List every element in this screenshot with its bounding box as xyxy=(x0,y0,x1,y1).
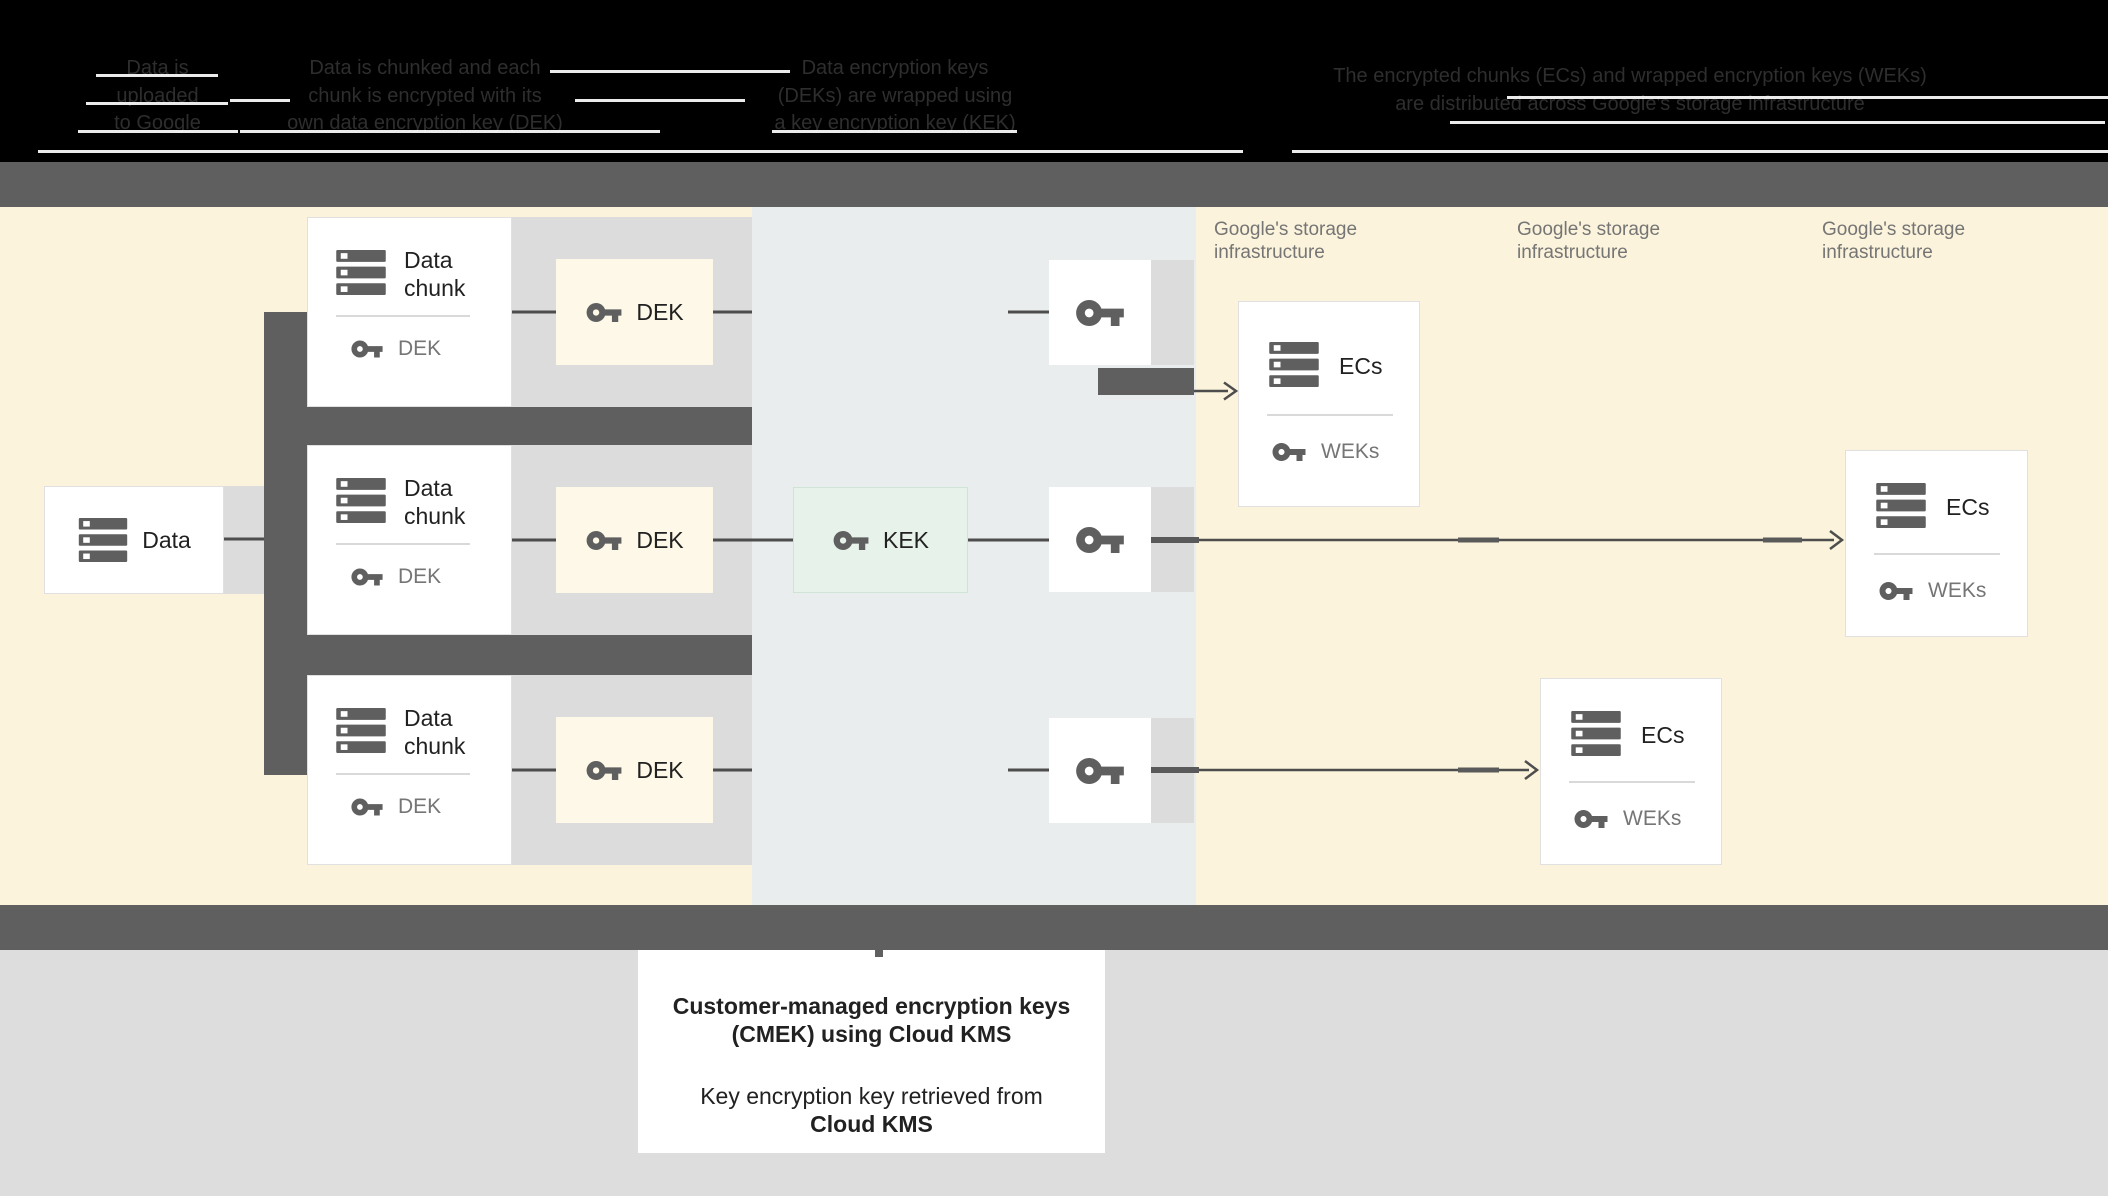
header-line: Data is xyxy=(126,57,189,79)
header-line: The encrypted chunks (ECs) and wrapped e… xyxy=(1333,65,1927,87)
server-stack-icon xyxy=(336,250,386,295)
ecs-box-2: ECs WEKs xyxy=(1845,450,2028,637)
header-col-chunked: Data is chunked and each chunk is encryp… xyxy=(270,55,580,138)
ecs-box-3: ECs WEKs xyxy=(1540,678,1722,865)
ecs-label: ECs xyxy=(1641,722,1685,748)
dek-label: DEK xyxy=(398,795,442,818)
header-line: to Google xyxy=(114,112,201,134)
row1-keyband xyxy=(1151,260,1194,365)
header-white-streak xyxy=(1292,150,2108,153)
data-chunk-box-1: Data chunk DEK xyxy=(307,217,512,407)
dek-box-1: DEK xyxy=(556,259,713,365)
vpn-key-icon xyxy=(1878,577,1914,605)
data-chunk-label: Data chunk xyxy=(404,705,466,759)
divider xyxy=(1569,781,1695,783)
data-connector-band xyxy=(224,486,264,594)
top-divider-band xyxy=(0,162,2108,207)
dek-label: DEK xyxy=(398,337,442,360)
dek-box-label: DEK xyxy=(636,527,684,553)
header-white-streak xyxy=(230,99,290,102)
vpn-key-icon xyxy=(1074,520,1126,560)
vpn-key-icon xyxy=(1573,805,1609,833)
header-line: own data encryption key (DEK) xyxy=(287,112,563,134)
dek-box-label: DEK xyxy=(636,757,684,783)
header-line: are distributed across Google's storage … xyxy=(1395,92,1865,115)
header-white-streak xyxy=(1507,96,2108,99)
header-line: a key encryption key (KEK) xyxy=(774,112,1016,134)
server-stack-icon xyxy=(1269,342,1319,387)
cloud-kms-label: Cloud KMS xyxy=(810,1111,933,1137)
header-line: chunk is encrypted with its xyxy=(308,84,542,107)
storage-infra-label-3: Google's storage infrastructure xyxy=(1822,219,1966,263)
vpn-key-icon xyxy=(350,336,384,362)
header-white-streak xyxy=(78,130,238,133)
dek-label: DEK xyxy=(398,565,442,588)
header-white-streak xyxy=(96,74,218,77)
header-line: Data encryption keys xyxy=(801,57,989,79)
storage-infra-label-2: Google's storage infrastructure xyxy=(1517,219,1661,263)
callout-notch xyxy=(875,948,883,957)
wrapping-key-box-1 xyxy=(1049,260,1151,365)
data-box: Data xyxy=(44,486,224,594)
kek-retrieved-line: Key encryption key retrieved from xyxy=(700,1083,1043,1109)
vpn-key-icon xyxy=(350,794,384,820)
vpn-key-icon xyxy=(585,298,623,327)
vpn-key-icon xyxy=(1271,438,1307,466)
server-stack-icon xyxy=(336,478,386,523)
vpn-key-icon xyxy=(832,526,870,555)
vpn-key-icon xyxy=(1074,293,1126,333)
server-stack-icon xyxy=(77,518,129,562)
data-chunk-box-2: Data chunk DEK xyxy=(307,445,512,635)
vpn-key-icon xyxy=(585,756,623,785)
wrapping-key-box-3 xyxy=(1049,718,1151,823)
header-col-wrapped: Data encryption keys (DEKs) are wrapped … xyxy=(740,55,1050,138)
ecs-label: ECs xyxy=(1339,353,1383,379)
dek-box-2: DEK xyxy=(556,487,713,593)
header-white-streak xyxy=(38,150,1243,153)
dek-box-3: DEK xyxy=(556,717,713,823)
kek-box: KEK xyxy=(793,487,968,593)
vpn-key-icon xyxy=(585,526,623,555)
data-chunk-label: Data chunk xyxy=(404,475,466,529)
divider xyxy=(336,543,470,545)
ecs-box-1: ECs WEKs xyxy=(1238,301,1420,507)
vpn-key-icon xyxy=(1074,751,1126,791)
header-col-upload: Data is uploaded to Google xyxy=(60,55,255,138)
bottom-divider-band xyxy=(0,905,2108,950)
header-line: (DEKs) are wrapped using xyxy=(777,84,1013,107)
weks-label: WEKs xyxy=(1928,579,1987,602)
weks-label: WEKs xyxy=(1623,807,1682,830)
vpn-key-icon xyxy=(350,564,384,590)
kek-box-label: KEK xyxy=(882,527,930,553)
divider xyxy=(1874,553,2000,555)
cmek-title: Customer-managed encryption keys (CMEK) … xyxy=(672,993,1071,1047)
ecs-label: ECs xyxy=(1946,494,1990,520)
server-stack-icon xyxy=(336,708,386,753)
divider xyxy=(1267,414,1393,416)
blacked-out-header-band xyxy=(0,0,2108,162)
row2-keyband xyxy=(1151,487,1194,592)
server-stack-icon xyxy=(1571,711,1621,756)
header-white-streak xyxy=(1450,121,2105,124)
dek-box-label: DEK xyxy=(636,299,684,325)
header-white-streak xyxy=(772,130,1017,133)
divider xyxy=(336,315,470,317)
row3-keyband xyxy=(1151,718,1194,823)
cmek-callout: Customer-managed encryption keys (CMEK) … xyxy=(638,950,1105,1153)
header-white-streak xyxy=(575,99,745,102)
divider xyxy=(336,773,470,775)
storage-infra-label-1: Google's storage infrastructure xyxy=(1214,219,1358,263)
header-white-streak xyxy=(550,70,790,73)
header-white-streak xyxy=(86,102,228,105)
data-box-label: Data xyxy=(142,527,191,553)
server-stack-icon xyxy=(1876,483,1926,528)
header-line: uploaded xyxy=(116,84,199,107)
wrapping-key-box-2 xyxy=(1049,487,1151,592)
header-col-distributed: The encrypted chunks (ECs) and wrapped e… xyxy=(1290,63,1970,118)
header-line: Data is chunked and each xyxy=(309,57,541,79)
header-white-streak xyxy=(240,130,660,133)
weks-label: WEKs xyxy=(1321,440,1380,463)
data-chunk-box-3: Data chunk DEK xyxy=(307,675,512,865)
data-chunk-label: Data chunk xyxy=(404,247,466,301)
